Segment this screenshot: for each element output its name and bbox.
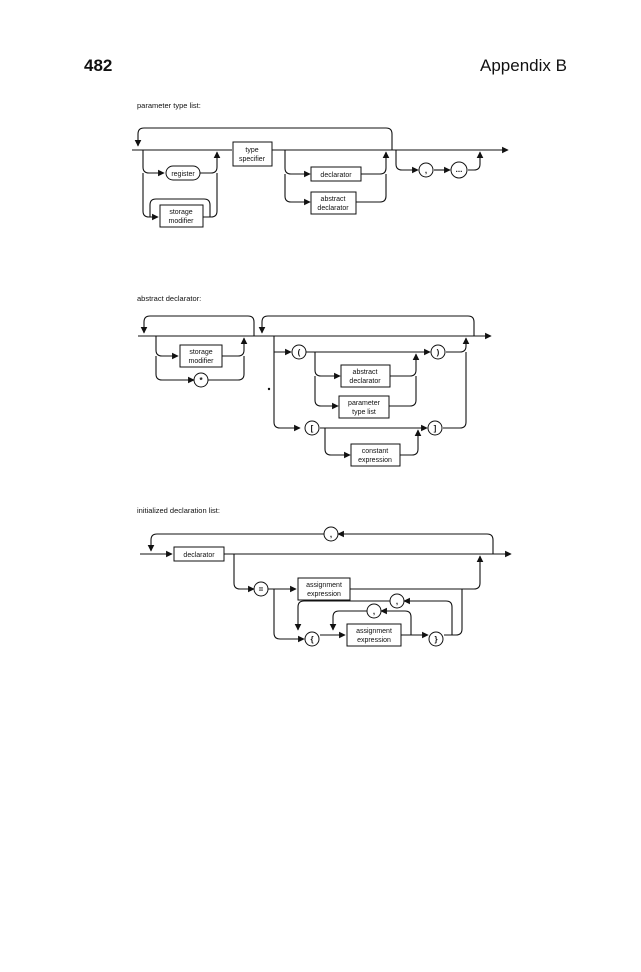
abstract-label-2: abstract <box>353 369 378 376</box>
declarator-label: declarator <box>320 172 352 179</box>
comma-terminal <box>418 162 434 178</box>
assignment-expression-inner-box <box>346 623 402 647</box>
modifier-label-2: modifier <box>189 358 215 365</box>
diagram-title-abstract-declarator: abstract declarator: <box>137 294 202 303</box>
declarator-sub-label-2: declarator <box>349 378 381 385</box>
rparen-terminal <box>430 344 446 360</box>
expression-label-3: expression <box>307 591 341 598</box>
page-number: 482 <box>84 56 113 75</box>
lparen-label: ( <box>298 348 301 357</box>
register-label: register <box>171 171 195 178</box>
declarator-box <box>310 166 362 182</box>
rbrace-terminal <box>428 631 444 647</box>
storage-modifier-box <box>159 204 204 228</box>
parameter-type-list-box <box>338 395 390 419</box>
star-label: * <box>199 376 203 385</box>
diagram-abstract-declarator: storage modifier * ( ) abstract declarat… <box>138 315 492 467</box>
ellipsis-label: ... <box>456 165 463 174</box>
abstract-label: abstract <box>321 196 346 203</box>
rbracket-terminal <box>427 420 443 436</box>
equals-terminal <box>253 581 269 597</box>
diagram-title-initialized-declaration-list: initialized declaration list: <box>137 506 220 515</box>
lbrace-label: { <box>310 635 313 644</box>
declarator-label-3: declarator <box>183 552 215 559</box>
comma-label: , <box>425 166 427 175</box>
lbrace-terminal <box>304 631 320 647</box>
parameter-label: parameter <box>348 400 381 407</box>
modifier-label: modifier <box>169 218 195 225</box>
storage-modifier-box-2 <box>179 344 223 368</box>
expression-label: expression <box>358 457 392 464</box>
type-label: type <box>245 147 258 154</box>
rbracket-label: ] <box>434 424 437 433</box>
assignment-expression-box <box>297 577 351 601</box>
diagram-parameter-type-list: register storage modifier type specifier… <box>132 127 509 228</box>
comma-top-label: , <box>330 530 332 539</box>
comma-mid-label: , <box>396 597 398 606</box>
type-list-label: type list <box>352 409 376 416</box>
lbracket-label: [ <box>311 424 314 433</box>
abstract-declarator-box-2 <box>340 364 391 388</box>
storage-label-2: storage <box>189 349 212 356</box>
ellipsis-terminal <box>450 161 468 179</box>
register-terminal <box>165 165 201 181</box>
lbracket-terminal <box>304 420 320 436</box>
comma-top-terminal <box>323 526 339 542</box>
constant-label: constant <box>362 448 389 455</box>
diagram-initialized-declaration-list: , declarator = assignment expression , ,… <box>140 526 512 647</box>
comma-mid-terminal <box>389 593 405 609</box>
assignment-inner-label: assignment <box>356 628 392 635</box>
declarator-box-3 <box>173 546 225 562</box>
assignment-label: assignment <box>306 582 342 589</box>
chapter-title: Appendix B <box>480 56 567 75</box>
rparen-label: ) <box>437 348 440 357</box>
equals-label: = <box>259 585 264 594</box>
specifier-label: specifier <box>239 156 266 163</box>
abstract-declarator-box <box>310 191 357 215</box>
type-specifier-box <box>232 141 273 167</box>
star-terminal <box>193 372 209 388</box>
comma-inner-label: , <box>373 607 375 616</box>
rbrace-label: } <box>434 635 437 644</box>
comma-inner-terminal <box>366 603 382 619</box>
constant-expression-box <box>350 443 401 467</box>
lparen-terminal <box>291 344 307 360</box>
declarator-sub-label: declarator <box>317 205 349 212</box>
storage-label: storage <box>169 209 192 216</box>
diagram-title-parameter-type-list: parameter type list: <box>137 101 201 110</box>
expression-inner-label: expression <box>357 637 391 644</box>
